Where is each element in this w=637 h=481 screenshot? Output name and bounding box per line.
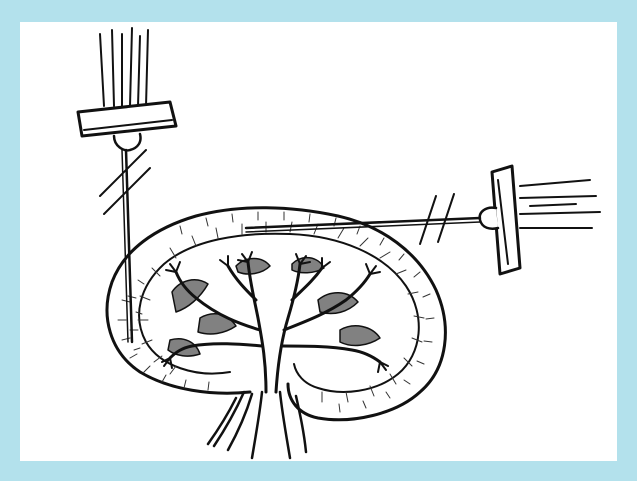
probe-bulb-right [480,208,498,229]
probe-bulb-top [114,134,141,150]
horizontal-probe-icon [246,166,600,274]
vertical-probe-icon [78,28,176,342]
kidney-cross-section-icon [107,208,445,458]
probe-clamp-top [78,102,176,136]
medullary-pyramids [168,258,380,356]
